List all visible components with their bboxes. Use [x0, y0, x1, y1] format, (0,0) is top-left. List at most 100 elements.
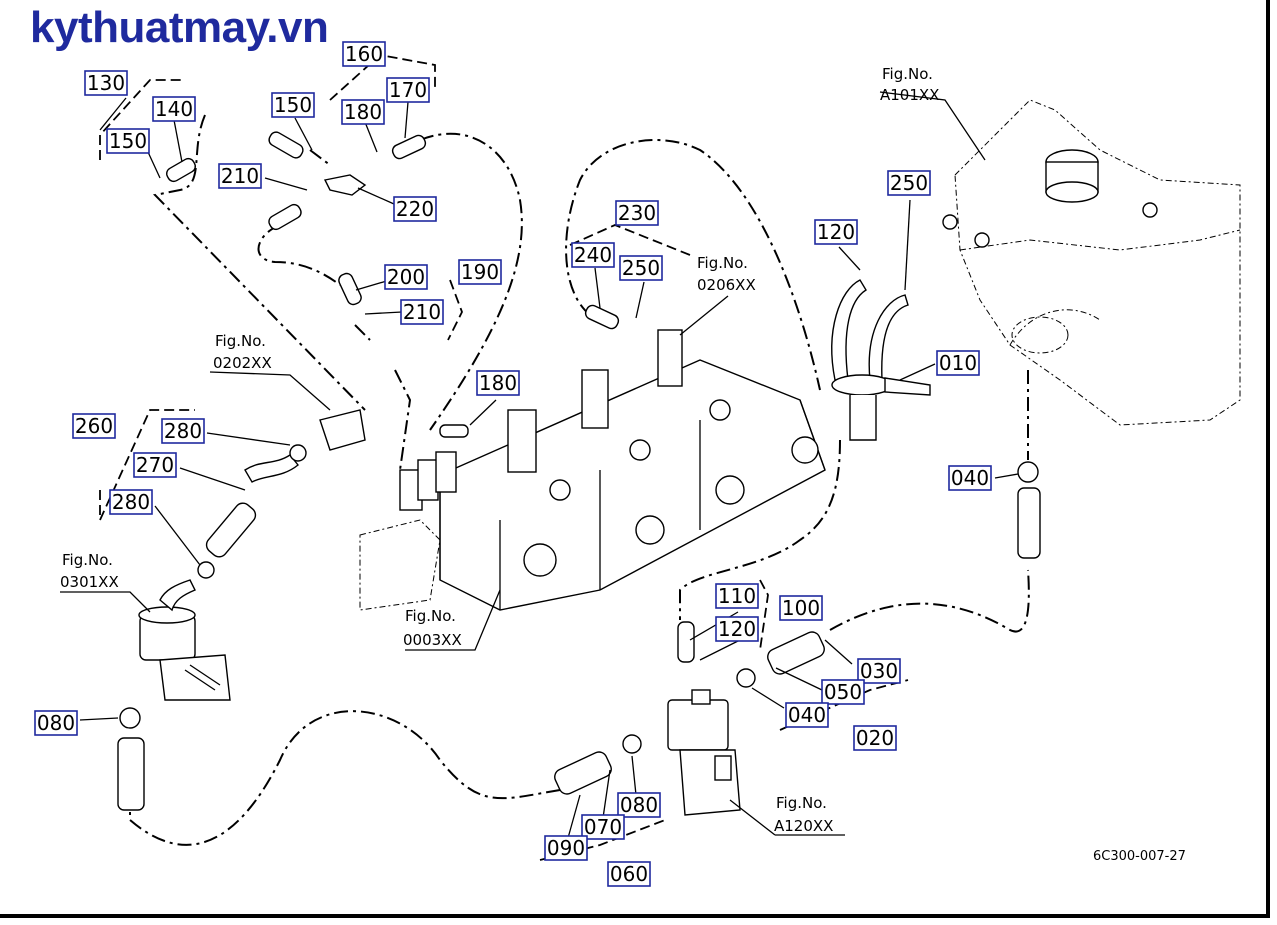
label-240: 240 [571, 242, 615, 268]
svg-text:270: 270 [136, 453, 174, 477]
pipe-sleeves [166, 131, 695, 663]
svg-text:100: 100 [782, 596, 820, 620]
svg-text:010: 010 [939, 351, 977, 375]
part-labels: 130 140 150 150 160 170 180 210 220 200 … [34, 41, 992, 887]
leader-lines [60, 91, 1019, 839]
svg-text:030: 030 [860, 659, 898, 683]
label-120: 120 [715, 616, 759, 642]
svg-text:Fig.No.: Fig.No. [405, 607, 456, 625]
svg-text:0301XX: 0301XX [60, 573, 119, 591]
svg-text:180: 180 [344, 100, 382, 124]
drawing-code: 6C300-007-27 [1093, 849, 1186, 864]
label-100: 100 [779, 595, 823, 621]
svg-text:130: 130 [87, 71, 125, 95]
svg-text:240: 240 [574, 243, 612, 267]
svg-text:050: 050 [824, 680, 862, 704]
svg-text:0206XX: 0206XX [697, 276, 756, 294]
label-170: 170 [386, 77, 430, 103]
svg-text:Fig.No.: Fig.No. [776, 794, 827, 812]
label-180: 180 [476, 370, 520, 396]
label-060: 060 [607, 861, 651, 887]
label-250: 250 [619, 255, 663, 281]
svg-text:170: 170 [389, 78, 427, 102]
svg-text:180: 180 [479, 371, 517, 395]
fig-ref-a120xx: Fig.No. A120XX [774, 794, 833, 835]
label-220: 220 [393, 196, 437, 222]
label-070: 070 [581, 814, 625, 840]
svg-text:060: 060 [610, 862, 648, 886]
svg-text:210: 210 [221, 164, 259, 188]
svg-text:A120XX: A120XX [774, 817, 833, 835]
figure-refs: Fig.No. A101XX Fig.No. 0206XX Fig.No. 0202X… [60, 65, 939, 835]
label-120: 120 [814, 219, 858, 245]
label-020: 020 [853, 725, 897, 751]
fuel-pump [138, 579, 231, 701]
label-230: 230 [615, 200, 659, 226]
label-280: 280 [161, 418, 205, 444]
label-010: 010 [936, 350, 980, 376]
svg-text:230: 230 [618, 201, 656, 225]
label-110: 110 [715, 583, 759, 609]
label-040: 040 [948, 465, 992, 491]
label-210: 210 [400, 299, 444, 325]
svg-text:280: 280 [112, 490, 150, 514]
label-250: 250 [887, 170, 931, 196]
svg-text:080: 080 [620, 793, 658, 817]
label-160: 160 [342, 41, 386, 67]
label-030: 030 [857, 658, 901, 684]
label-080: 080 [617, 792, 661, 818]
svg-text:200: 200 [387, 265, 425, 289]
svg-text:020: 020 [856, 726, 894, 750]
svg-text:070: 070 [584, 815, 622, 839]
svg-text:150: 150 [109, 129, 147, 153]
corrugated-hoses [117, 444, 1041, 811]
svg-text:140: 140 [155, 97, 193, 121]
fig-ref-0202xx: Fig.No. 0202XX [213, 332, 272, 372]
fig-ref-0206xx: Fig.No. 0206XX [697, 254, 756, 294]
svg-text:Fig.No.: Fig.No. [697, 254, 748, 272]
label-040: 040 [785, 702, 829, 728]
svg-text:280: 280 [164, 419, 202, 443]
svg-text:0003XX: 0003XX [403, 631, 462, 649]
svg-text:0202XX: 0202XX [213, 354, 272, 372]
svg-text:250: 250 [890, 171, 928, 195]
label-050: 050 [821, 679, 865, 705]
svg-text:260: 260 [75, 414, 113, 438]
svg-text:120: 120 [817, 220, 855, 244]
svg-text:210: 210 [403, 300, 441, 324]
svg-text:040: 040 [788, 703, 826, 727]
label-260: 260 [72, 413, 116, 439]
svg-text:150: 150 [274, 93, 312, 117]
fuel-filter [667, 689, 741, 816]
label-270: 270 [133, 452, 177, 478]
svg-text:250: 250 [622, 256, 660, 280]
label-080: 080 [34, 710, 78, 736]
svg-text:040: 040 [951, 466, 989, 490]
svg-text:110: 110 [718, 584, 756, 608]
label-150: 150 [106, 128, 150, 154]
svg-text:120: 120 [718, 617, 756, 641]
fuel-tank [942, 99, 1241, 426]
fig-ref-a101xx: Fig.No. A101XX [880, 65, 939, 104]
svg-text:Fig.No.: Fig.No. [215, 332, 266, 350]
svg-text:190: 190 [461, 260, 499, 284]
label-280: 280 [109, 489, 153, 515]
cylinder-head [359, 329, 826, 611]
label-130: 130 [84, 70, 128, 96]
label-210: 210 [218, 163, 262, 189]
tank-return-hoses [831, 279, 931, 441]
fig-ref-0003xx: Fig.No. 0003XX [403, 607, 462, 649]
svg-text:A101XX: A101XX [880, 86, 939, 104]
site-brand: kythuatmay.vn [30, 3, 329, 52]
svg-text:160: 160 [345, 42, 383, 66]
label-180: 180 [341, 99, 385, 125]
label-140: 140 [152, 96, 196, 122]
label-200: 200 [384, 264, 428, 290]
svg-text:090: 090 [547, 836, 585, 860]
label-090: 090 [544, 835, 588, 861]
fig-ref-0301xx: Fig.No.0301XX [60, 551, 119, 591]
label-150: 150 [271, 92, 315, 118]
svg-text:Fig.No.: Fig.No. [882, 65, 933, 83]
